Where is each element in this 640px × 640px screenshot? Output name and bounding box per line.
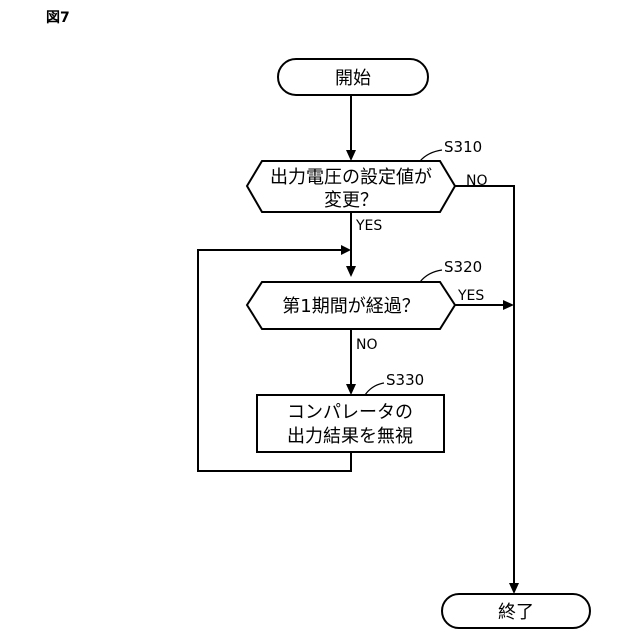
branch-label-s320-no: NO bbox=[356, 337, 378, 353]
figure-label: 図7 bbox=[46, 10, 70, 26]
connector-s310-no-end bbox=[455, 186, 514, 585]
arrowhead bbox=[346, 266, 356, 277]
arrowhead bbox=[341, 245, 351, 255]
decision-s310-text-line2: 変更？ bbox=[324, 190, 378, 211]
process-s330-text-line1: コンパレータの bbox=[287, 402, 413, 423]
process-s330-text-line2: 出力結果を無視 bbox=[287, 426, 413, 447]
arrowhead bbox=[509, 583, 519, 594]
decision-s320-text: 第1期間が経過？ bbox=[282, 296, 419, 317]
arrowhead bbox=[346, 150, 356, 161]
step-label-s330: S330 bbox=[386, 371, 424, 389]
step-label-s320: S320 bbox=[444, 258, 482, 276]
step-label-s310: S310 bbox=[444, 138, 482, 156]
branch-label-s310-yes: YES bbox=[355, 218, 382, 234]
step-leader-s310 bbox=[420, 150, 442, 161]
branch-label-s320-yes: YES bbox=[457, 288, 484, 304]
start-label: 開始 bbox=[335, 68, 371, 89]
decision-s310-text-line1: 出力電圧の設定値が bbox=[270, 167, 432, 188]
step-leader-s330 bbox=[365, 383, 384, 395]
arrowhead bbox=[503, 300, 514, 310]
step-leader-s320 bbox=[420, 270, 442, 282]
end-label: 終了 bbox=[498, 602, 534, 623]
arrowhead bbox=[346, 384, 356, 395]
